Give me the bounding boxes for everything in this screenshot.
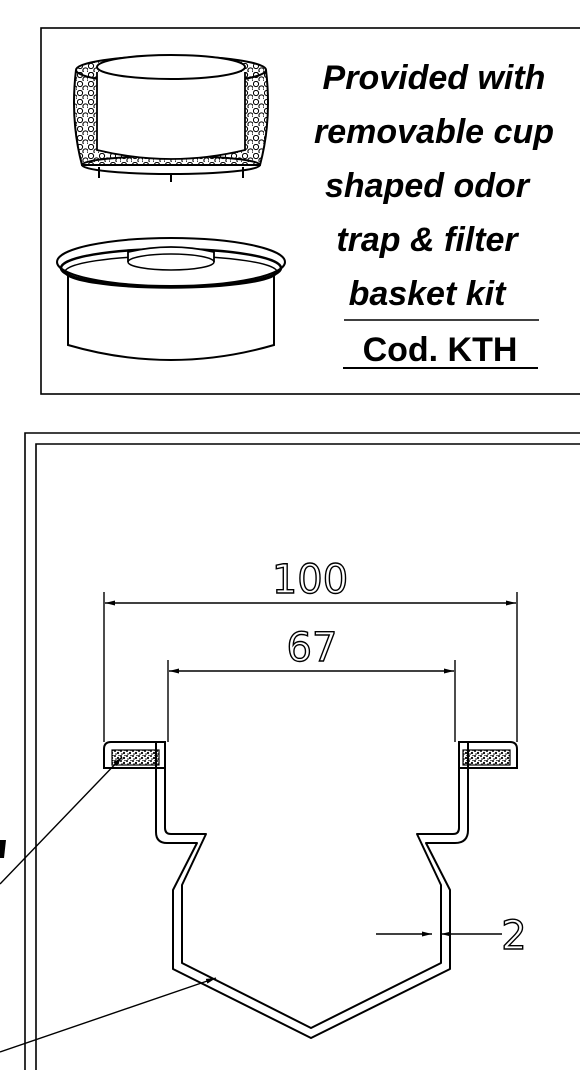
callout-line-1: Provided with: [323, 59, 546, 97]
dimension-inner-width: 67: [169, 624, 454, 674]
extension-lines: [103, 592, 518, 742]
info-box-text: Provided with removable cup shaped odor …: [314, 59, 554, 369]
drawing-frame-inner: [35, 443, 580, 1070]
trap-profile-outer: [164, 742, 460, 1029]
dimension-label-100: 100: [272, 557, 348, 603]
callout-line-2: removable cup: [314, 113, 554, 151]
product-code: Cod. KTH: [363, 331, 518, 369]
gasket-right: [458, 741, 518, 769]
leader-gasket: [0, 756, 123, 885]
trap-profile-inner: [155, 742, 469, 1039]
filter-basket-illustration: [73, 54, 269, 182]
callout-line-4: trap & filter: [336, 221, 519, 259]
info-box: Provided with removable cup shaped odor …: [40, 27, 580, 395]
drawing-frame-outer: [24, 432, 580, 1070]
leader-lines: [0, 756, 217, 1053]
section-drawing: 100 67 2: [0, 432, 580, 1070]
info-box-frame: [40, 27, 580, 395]
dimension-outer-width: 100: [105, 556, 516, 606]
dimension-label-67: 67: [287, 625, 338, 671]
trap-profile: [155, 742, 469, 1039]
dimension-label-2: 2: [501, 913, 526, 959]
leader-trap-body: [0, 977, 217, 1053]
odor-trap-cup-illustration: [56, 237, 286, 361]
callout-line-5: basket kit: [349, 275, 508, 313]
label-fragment-mark: [0, 840, 6, 858]
dimension-wall-thickness: 2: [376, 912, 527, 960]
callout-line-3: shaped odor: [325, 167, 531, 205]
